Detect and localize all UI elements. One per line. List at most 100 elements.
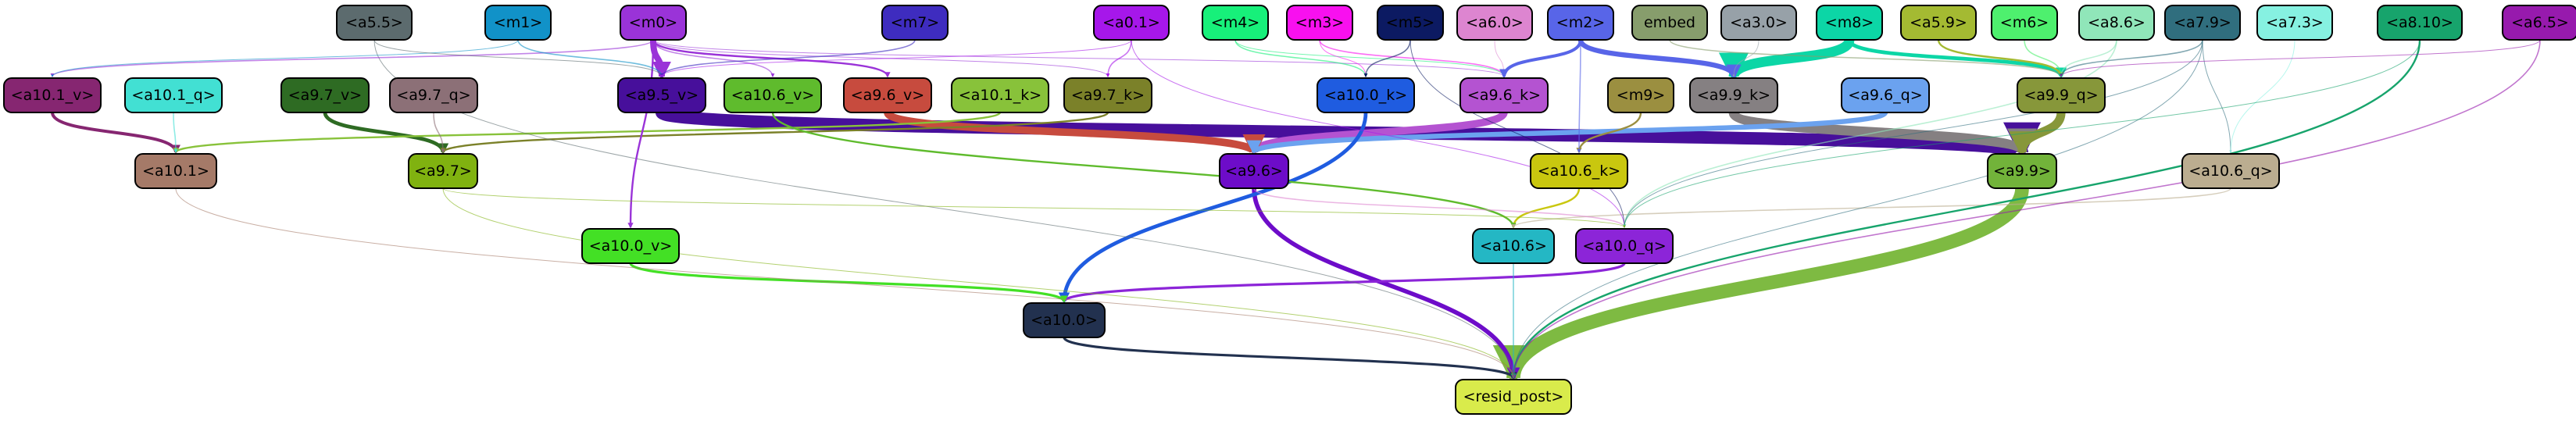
node-m7[interactable]: <m7> <box>881 5 949 41</box>
edge-a0_1-to-a9_5_v <box>660 39 1132 77</box>
node-a7-9[interactable]: <a7.9> <box>2164 5 2241 41</box>
node-embed[interactable]: embed <box>1631 5 1708 41</box>
edge-m8-to-a9_9_k <box>1718 37 1855 83</box>
node-a10-1-q[interactable]: <a10.1_q> <box>124 77 223 113</box>
node-a9-9[interactable]: <a9.9> <box>1987 153 2057 189</box>
node-a9-9-q[interactable]: <a9.9_q> <box>2017 77 2106 113</box>
node-a9-7-k[interactable]: <a9.7_k> <box>1063 77 1152 113</box>
node-label: <m8> <box>1825 14 1874 31</box>
edge-m0-to-a9_7_k <box>652 39 1109 77</box>
node-a10-6-v[interactable]: <a10.6_v> <box>723 77 822 113</box>
node-m9[interactable]: <m9> <box>1607 77 1674 113</box>
edge-a7_3-to-a10_6_q <box>2229 39 2296 153</box>
node-a6-0[interactable]: <a6.0> <box>1456 5 1533 41</box>
edge-a9_7_v-to-a9_7 <box>323 112 449 155</box>
node-a9-6-q[interactable]: <a9.6_q> <box>1841 77 1930 113</box>
node-box <box>2256 5 2333 41</box>
node-resid-post[interactable]: <resid_post> <box>1455 379 1572 415</box>
node-a0-1[interactable]: <a0.1> <box>1093 5 1170 41</box>
node-box <box>2017 77 2106 113</box>
edge-m7-to-a9_5_v <box>659 39 916 77</box>
node-label: <a9.9> <box>1993 162 2051 180</box>
node-a10-0[interactable]: <a10.0> <box>1023 302 1106 338</box>
node-label: <a9.7_v> <box>288 87 362 104</box>
node-box <box>1991 5 2058 41</box>
node-box <box>1377 5 1444 41</box>
edge-a9_7_q-to-a9_7 <box>433 112 445 153</box>
node-m6[interactable]: <m6> <box>1991 5 2058 41</box>
edge-a7_9-to-a10_0_q <box>1623 39 2203 228</box>
edge-a6_5-to-resid_post <box>1511 39 2541 379</box>
node-box <box>843 77 932 113</box>
node-a9-9-k[interactable]: <a9.9_k> <box>1689 77 1778 113</box>
node-label: <a9.5_v> <box>625 87 698 104</box>
node-a9-7[interactable]: <a9.7> <box>408 153 478 189</box>
node-a9-7-v[interactable]: <a9.7_v> <box>280 77 370 113</box>
node-box <box>1631 5 1708 41</box>
node-label: <a5.9> <box>1910 14 1967 31</box>
edge-a9_6_q-to-a9_6 <box>1246 109 1888 155</box>
node-m8[interactable]: <m8> <box>1816 5 1883 41</box>
edge-a8_6-to-a9_9_q <box>2059 39 2117 77</box>
node-a10-6-k[interactable]: <a10.6_k> <box>1530 153 1628 189</box>
edge-a9_7-to-a10_0_q <box>442 187 1626 228</box>
node-a7-3[interactable]: <a7.3> <box>2256 5 2333 41</box>
node-label: <a7.9> <box>2174 14 2231 31</box>
node-a10-6[interactable]: <a10.6> <box>1472 228 1555 264</box>
edge-a9_9-to-resid_post <box>1492 187 2029 387</box>
edge-m0-to-a10_6_v <box>652 39 775 77</box>
node-box <box>2164 5 2241 41</box>
node-a10-0-k[interactable]: <a10.0_k> <box>1317 77 1415 113</box>
node-label: <a9.6> <box>1225 162 1283 180</box>
node-a10-0-v[interactable]: <a10.0_v> <box>581 228 680 264</box>
node-m5[interactable]: <m5> <box>1377 5 1444 41</box>
edge-a10_0-to-resid_post <box>1063 337 1517 380</box>
edge-a10_1_v-to-a10_1 <box>51 112 180 155</box>
node-a10-1-k[interactable]: <a10.1_k> <box>951 77 1049 113</box>
node-box <box>280 77 370 113</box>
node-label: <a9.6_v> <box>851 87 924 104</box>
edge-a7_9-to-a9_9_q <box>2059 39 2203 77</box>
node-m3[interactable]: <m3> <box>1286 5 1353 41</box>
edge-a3_0-to-a9_9_k <box>1732 39 1760 77</box>
node-m0[interactable]: <m0> <box>620 5 687 41</box>
edge-a10_6_v-to-a10_6 <box>771 112 1517 229</box>
edge-a7_9-to-resid_post <box>1512 39 2203 379</box>
node-m2[interactable]: <m2> <box>1547 5 1614 41</box>
node-a3-0[interactable]: <a3.0> <box>1720 5 1797 41</box>
node-a9-5-v[interactable]: <a9.5_v> <box>617 77 706 113</box>
node-label: <a9.9_k> <box>1697 87 1770 104</box>
node-a9-6-v[interactable]: <a9.6_v> <box>843 77 932 113</box>
edge-m1-to-a9_5_v <box>517 39 664 77</box>
node-a10-1[interactable]: <a10.1> <box>134 153 217 189</box>
node-a9-6-k[interactable]: <a9.6_k> <box>1459 77 1549 113</box>
node-label: <a9.7> <box>414 162 472 180</box>
node-a8-10[interactable]: <a8.10> <box>2377 5 2463 41</box>
edge-m6-to-a9_9_q <box>2024 39 2063 77</box>
edge-a9_6-to-resid_post <box>1252 187 1520 381</box>
node-a9-6[interactable]: <a9.6> <box>1219 153 1289 189</box>
node-m1[interactable]: <m1> <box>484 5 552 41</box>
edge-a10_0_q-to-a10_0 <box>1060 262 1626 303</box>
node-label: <a8.6> <box>2088 14 2145 31</box>
node-label: <a9.7_q> <box>396 87 470 104</box>
node-a5-5[interactable]: <a5.5> <box>336 5 413 41</box>
node-a10-0-q[interactable]: <a10.0_q> <box>1575 228 1674 264</box>
node-a10-6-q[interactable]: <a10.6_q> <box>2181 153 2280 189</box>
node-a9-7-q[interactable]: <a9.7_q> <box>389 77 478 113</box>
node-box <box>484 5 552 41</box>
node-box <box>2078 5 2155 41</box>
node-label: <a10.6_q> <box>2188 162 2272 180</box>
node-a8-6[interactable]: <a8.6> <box>2078 5 2155 41</box>
node-box <box>1063 77 1152 113</box>
node-box <box>1455 379 1572 415</box>
node-box <box>1317 77 1415 113</box>
edge-a0_1-to-a9_7_k <box>1106 39 1132 77</box>
node-m4[interactable]: <m4> <box>1202 5 1269 41</box>
node-a10-1-v[interactable]: <a10.1_v> <box>3 77 102 113</box>
node-label: <a10.1> <box>142 162 209 180</box>
node-a6-5[interactable]: <a6.5> <box>2502 5 2576 41</box>
node-box <box>1472 228 1555 264</box>
node-a5-9[interactable]: <a5.9> <box>1900 5 1977 41</box>
edge-m3-to-a9_6_k <box>1319 39 1506 77</box>
